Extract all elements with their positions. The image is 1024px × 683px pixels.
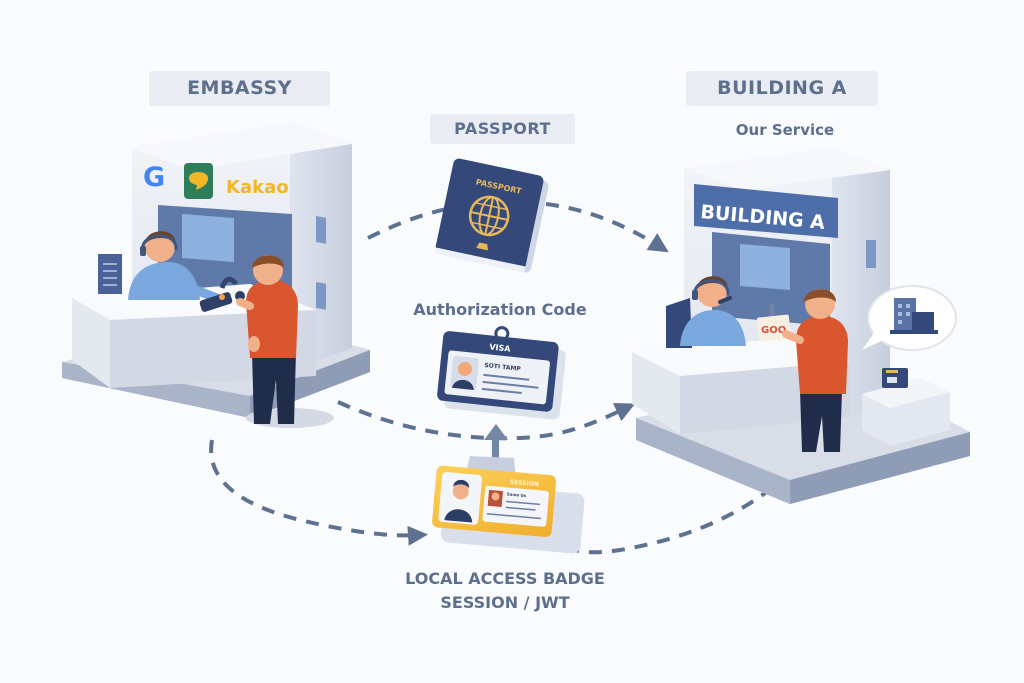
svg-text:VISA: VISA <box>489 342 512 353</box>
google-logo-icon: G <box>143 162 165 193</box>
arrow-building-to-badge <box>574 486 774 555</box>
embassy-agent-figure <box>128 231 227 305</box>
id-box-icon <box>882 368 908 388</box>
phone-device-icon <box>199 276 245 312</box>
svg-text:GOO: GOO <box>761 325 786 336</box>
our-service-label: Our Service <box>735 121 835 139</box>
embassy-label: EMBASSY <box>149 71 330 106</box>
svg-text:SOTI TAMP: SOTI TAMP <box>484 362 522 373</box>
arrow-embassy-to-building-authcode <box>337 400 636 441</box>
passport-label: PASSPORT <box>430 114 575 144</box>
embassy-booth <box>62 122 370 428</box>
embassy-visitor-figure <box>236 255 334 428</box>
arrow-badge-to-authcode <box>484 424 508 460</box>
local-badge-caption-line1: LOCAL ACCESS BADGE <box>405 569 605 588</box>
svg-text:Same Us: Same Us <box>507 491 527 498</box>
svg-text:SESSION: SESSION <box>510 479 540 489</box>
local-badge-caption: LOCAL ACCESS BADGE SESSION / JWT <box>370 567 640 615</box>
building-a-agent-figure <box>680 276 746 346</box>
kakao-chat-icon <box>184 163 213 199</box>
building-a-visitor-figure <box>782 289 848 452</box>
local-badge-caption-line2: SESSION / JWT <box>440 593 570 612</box>
office-building-icon <box>890 298 938 334</box>
kakao-label: Kakao <box>226 177 289 198</box>
visa-card-icon: VISA SOTI TAMP <box>437 326 566 420</box>
document-tray-icon <box>98 254 122 294</box>
provider-logos: G Kakao <box>143 162 289 199</box>
passport-icon: PASSPORT <box>434 158 549 273</box>
building-speech-bubble <box>862 285 957 351</box>
building-a-booth: BUILDING A GOO <box>632 148 970 504</box>
session-badge-icon: SESSION Same Us <box>432 456 585 554</box>
authorization-code-label: Authorization Code <box>413 300 587 319</box>
building-a-label: BUILDING A <box>686 71 878 106</box>
arrow-embassy-to-badge <box>209 439 428 546</box>
